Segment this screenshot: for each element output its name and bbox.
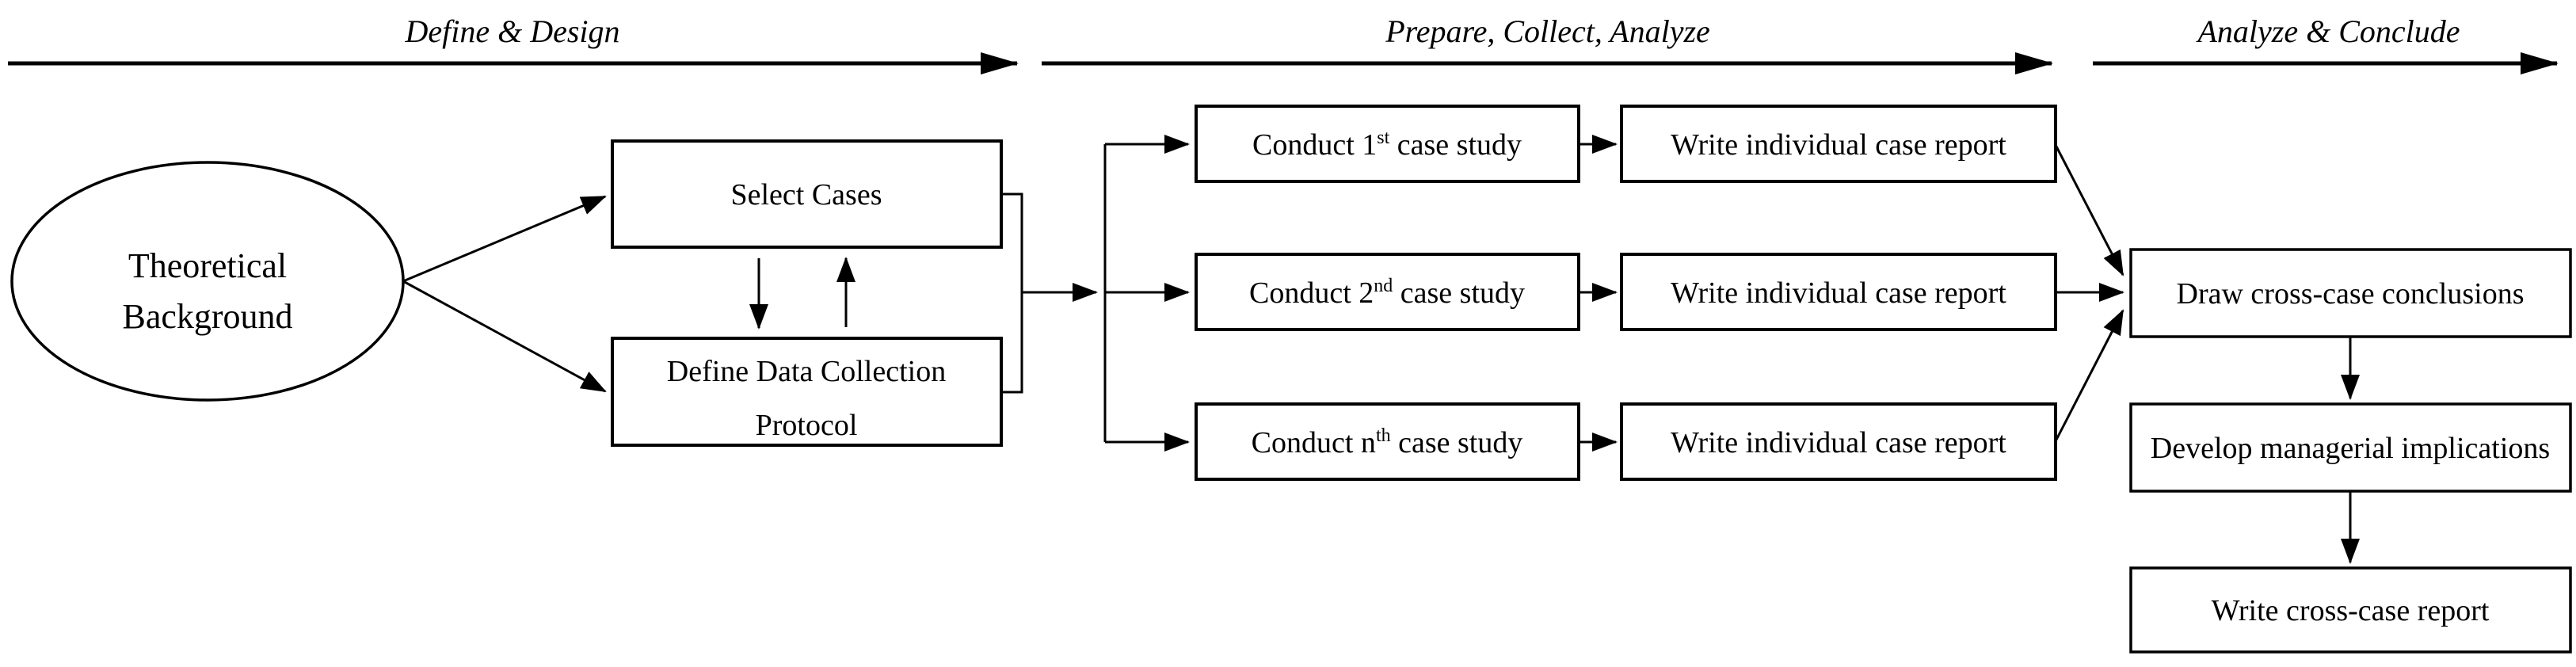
node-develop-managerial-implications: Develop managerial implications [2129,402,2572,493]
case-report-2-box [1620,253,2057,331]
phase-label-analyze-conclude: Analyze & Conclude [2195,13,2460,49]
phase-label-define-design: Define & Design [404,13,619,49]
draw-conclusions-box [2129,248,2572,338]
node-select-cases: Select Cases [611,139,1003,249]
node-conduct-2nd-case-study: Conduct 2nd case study [1195,253,1580,331]
node-case-report-2: Write individual case report [1620,253,2057,331]
draw-conclusions-label: Draw cross-case conclusions [2177,277,2525,311]
node-write-cross-case-report: Write cross-case report [2129,566,2572,654]
theoretical-background-label-line1: Theoretical [128,246,287,285]
node-draw-cross-case-conclusions: Draw cross-case conclusions [2129,248,2572,338]
case-report-3-box [1620,402,2057,481]
conduct-2nd-box [1195,253,1580,331]
node-conduct-nth-case-study: Conduct nth case study [1195,402,1580,481]
conduct-nth-label: Conduct nth case study [1252,425,1523,459]
conduct-1st-box [1195,105,1580,183]
define-protocol-label-line2: Protocol [756,409,858,442]
theoretical-background-label-line2: Background [122,297,292,336]
node-case-report-1: Write individual case report [1620,105,2057,183]
select-cases-box [611,139,1003,249]
arrow-background-to-select-cases [402,195,607,283]
phase-header-analyze-conclude: Analyze & Conclude [2093,13,2559,74]
cross-case-report-box [2129,566,2572,654]
select-cases-label: Select Cases [730,178,882,212]
node-theoretical-background: Theoretical Background [10,161,405,402]
case-report-2-label: Write individual case report [1671,276,2006,310]
case-report-1-label: Write individual case report [1671,128,2006,162]
conduct-1st-label: Conduct 1st case study [1252,128,1522,162]
node-define-data-collection-protocol: Define Data Collection Protocol [611,337,1003,447]
case-report-3-label: Write individual case report [1671,426,2006,459]
case-report-1-box [1620,105,2057,183]
node-case-report-3: Write individual case report [1620,402,2057,481]
cross-case-report-label: Write cross-case report [2212,594,2490,627]
conduct-2nd-label: Conduct 2nd case study [1249,276,1525,310]
define-protocol-label-line1: Define Data Collection [667,355,946,388]
arrow-background-to-protocol [402,280,607,393]
connector-design-boxes-join [1001,192,1023,394]
node-conduct-1st-case-study: Conduct 1st case study [1195,105,1580,183]
phase-header-prepare-collect-analyze: Prepare, Collect, Analyze [1042,13,2053,74]
managerial-implications-box [2129,402,2572,493]
phase-header-define-design: Define & Design [8,13,1019,74]
arrow-report3-to-conclusions [2054,309,2124,442]
phase-label-prepare-collect-analyze: Prepare, Collect, Analyze [1385,13,1710,49]
managerial-implications-label: Develop managerial implications [2151,432,2550,465]
arrow-report1-to-conclusions [2054,144,2124,276]
